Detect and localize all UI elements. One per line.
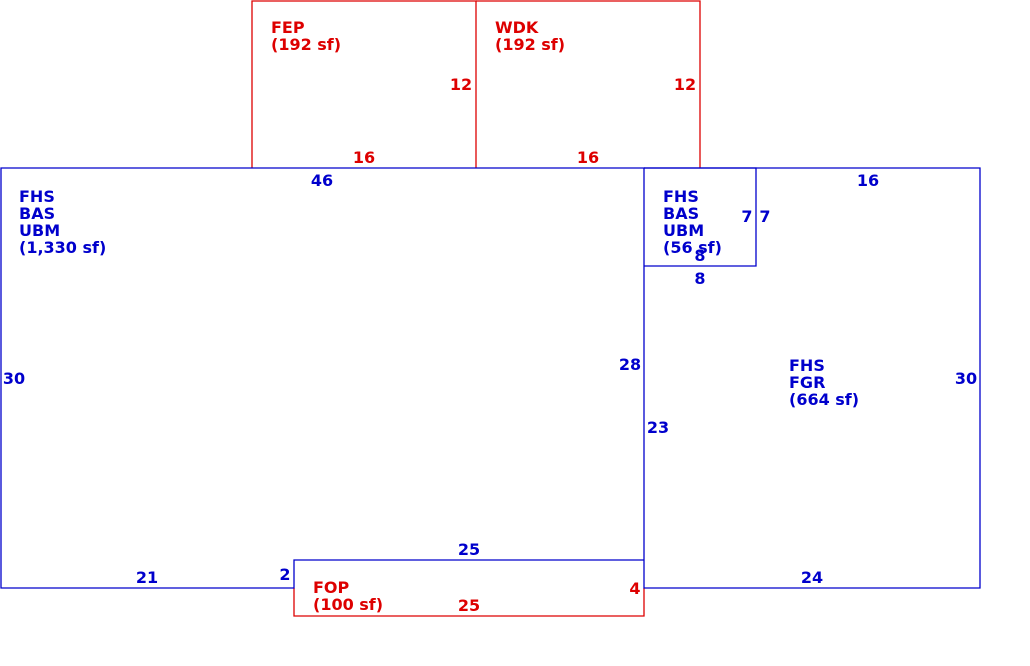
area-label-line: FHS [19, 187, 55, 206]
small-left-dim: 7 [741, 207, 752, 226]
main-bottom-left-dim: 21 [136, 568, 158, 587]
fep-side-dim: 12 [450, 75, 472, 94]
area-label-line: FHS [663, 187, 699, 206]
area-label-line: (1,330 sf) [19, 238, 106, 257]
wdk-area-label: WDK(192 sf) [495, 18, 565, 54]
area-label-line: (100 sf) [313, 595, 383, 614]
garage-outline [643, 167, 981, 589]
area-label-line: BAS [19, 204, 55, 223]
fop-bottom-dim: 25 [458, 596, 480, 615]
area-label-line: BAS [663, 204, 699, 223]
main-right-dim: 28 [619, 355, 641, 374]
area-label-line: (192 sf) [271, 35, 341, 54]
wdk-bottom-dim: 16 [577, 148, 599, 167]
main-outline [0, 167, 645, 589]
area-label-line: FGR [789, 373, 825, 392]
small-bottom-inner-dim: 8 [694, 246, 705, 265]
garage-bottom-dim: 24 [801, 568, 823, 587]
wdk-side-dim: 12 [674, 75, 696, 94]
fep-outline [251, 0, 477, 168]
garage-right-dim: 30 [955, 369, 977, 388]
small-right-dim: 7 [759, 207, 770, 226]
main-left-dim: 30 [3, 369, 25, 388]
wdk-outline [476, 0, 701, 168]
area-label-line: UBM [19, 221, 60, 240]
area-label-line: UBM [663, 221, 704, 240]
small-bottom-dim: 8 [694, 269, 705, 288]
fop-right-dim: 4 [629, 579, 640, 598]
area-label-line: (56 sf) [663, 238, 722, 257]
area-label-line: FEP [271, 18, 305, 37]
garage-left-dim: 23 [647, 418, 669, 437]
fop-outline [293, 588, 645, 617]
area-label-line: FHS [789, 356, 825, 375]
main-notch-top-dim: 25 [458, 540, 480, 559]
fep-area-label: FEP(192 sf) [271, 18, 341, 54]
fop-area-label: FOP(100 sf) [313, 578, 383, 614]
area-label-line: (192 sf) [495, 35, 565, 54]
area-label-line: FOP [313, 578, 350, 597]
area-label-line: (664 sf) [789, 390, 859, 409]
fep-bottom-dim: 16 [353, 148, 375, 167]
main-top-dim: 46 [311, 171, 333, 190]
garage-top-dim: 16 [857, 171, 879, 190]
area-label-line: WDK [495, 18, 539, 37]
main-notch-dim: 2 [279, 565, 290, 584]
